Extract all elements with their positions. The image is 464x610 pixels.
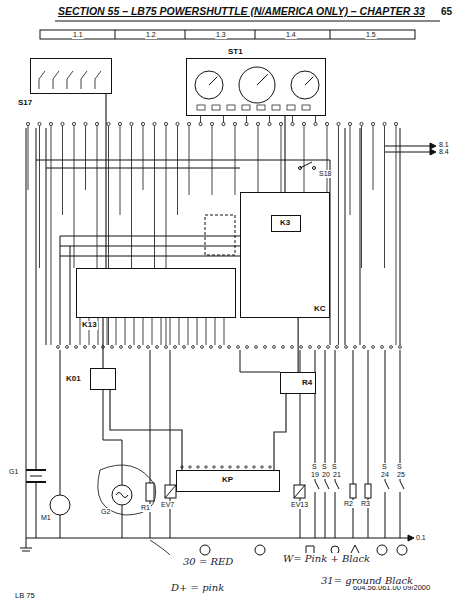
schematic-label: 1.4 bbox=[285, 31, 297, 39]
component-box: R4 bbox=[280, 372, 316, 394]
schematic-label: EV13 bbox=[290, 501, 309, 509]
schematic-label: G1 bbox=[8, 468, 19, 476]
schematic-label: 65 bbox=[440, 6, 453, 17]
component-box: ST1 bbox=[186, 58, 326, 116]
switch-contacts bbox=[31, 59, 110, 92]
component-box: K13 bbox=[76, 268, 236, 318]
component-name: KC bbox=[313, 305, 327, 314]
handwritten-note: 31= ground Black bbox=[320, 575, 414, 586]
wire-harness bbox=[105, 94, 106, 268]
schematic-label: R1 bbox=[140, 504, 151, 512]
schematic-label: R3 bbox=[360, 500, 371, 508]
schematic-label: 1.2 bbox=[145, 31, 157, 39]
component-name: KP bbox=[221, 476, 234, 485]
component-box: K3 bbox=[271, 215, 301, 232]
component-name: K13 bbox=[81, 321, 98, 330]
schematic-label: G2 bbox=[100, 508, 111, 516]
instrument-cluster bbox=[187, 59, 324, 114]
schematic-label: S bbox=[381, 463, 388, 471]
schematic-label: 0.1 bbox=[415, 534, 427, 542]
schematic-label: S bbox=[331, 463, 338, 471]
wire-harness bbox=[298, 318, 299, 372]
schematic-label: S bbox=[321, 463, 328, 471]
component-name: K3 bbox=[279, 219, 291, 228]
schematic-label: 25 bbox=[396, 471, 406, 479]
schematic-label: S18 bbox=[318, 170, 332, 178]
component-box: KC K3 bbox=[240, 192, 330, 318]
schematic-label: M1 bbox=[40, 514, 52, 522]
wire-harness bbox=[274, 394, 286, 470]
schematic-label: 1.1 bbox=[72, 31, 84, 39]
handwritten-note: D+ = pink bbox=[170, 582, 225, 593]
schematic-label: 19 bbox=[310, 471, 320, 479]
schematic-label: S bbox=[396, 463, 403, 471]
component-box: KP bbox=[176, 470, 280, 492]
wire-harness bbox=[102, 318, 103, 368]
component-name: R4 bbox=[301, 379, 313, 388]
component-box: S17 bbox=[30, 58, 112, 94]
schematic-label: 1.3 bbox=[215, 31, 227, 39]
schematic-label: S bbox=[311, 463, 318, 471]
page-heading: SECTION 55 – LB75 POWERSHUTTLE (N/AMERIC… bbox=[58, 5, 425, 18]
wire-harness bbox=[110, 390, 182, 470]
component-name: S17 bbox=[17, 99, 33, 108]
schematic-label: 8.4 bbox=[438, 148, 450, 156]
component-name: ST1 bbox=[227, 48, 244, 57]
wire-harness bbox=[284, 116, 285, 192]
schematic-label: 20 bbox=[321, 471, 331, 479]
schematic-label: LB 75 bbox=[14, 592, 36, 600]
component-name: K01 bbox=[65, 375, 82, 384]
handwritten-note: W= Pink + Black bbox=[282, 553, 371, 564]
component-box: K01 bbox=[90, 368, 116, 390]
schematic-label: 1.5 bbox=[365, 31, 377, 39]
schematic-label: 21 bbox=[332, 471, 342, 479]
schematic-label: EV7 bbox=[160, 501, 175, 509]
schematic-label: 24 bbox=[380, 471, 390, 479]
handwritten-note: 30 = RED bbox=[182, 556, 234, 567]
schematic-label: R2 bbox=[343, 500, 354, 508]
